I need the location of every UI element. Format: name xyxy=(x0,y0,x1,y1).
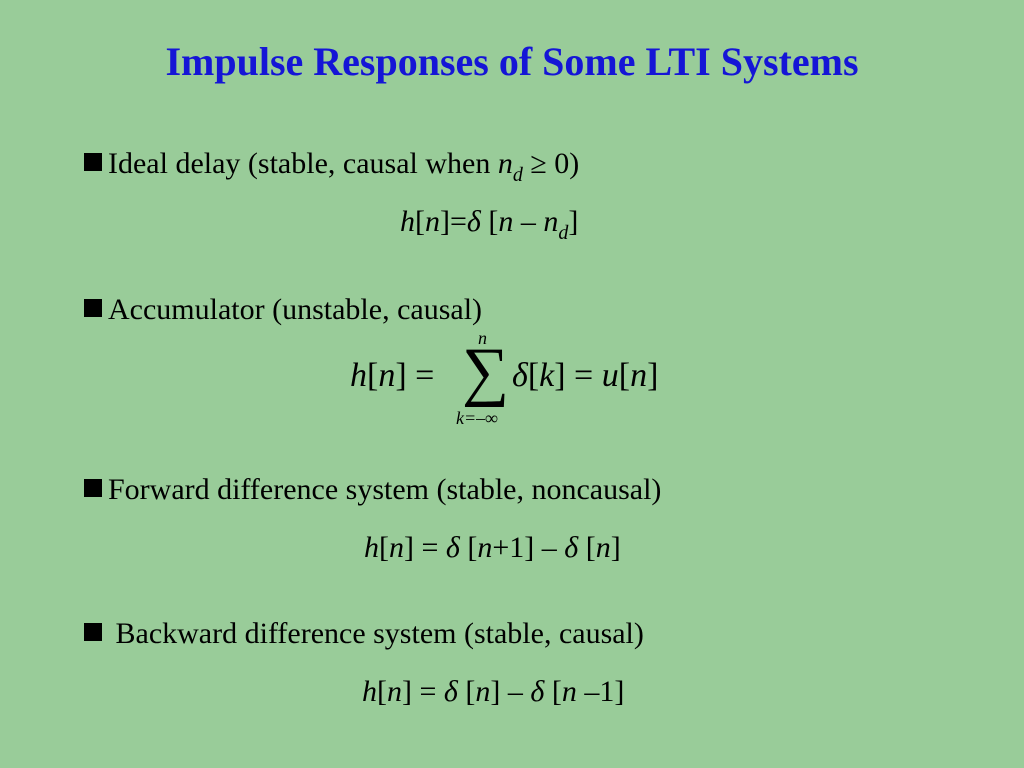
black-square-bullet-icon xyxy=(84,299,102,317)
bullet-backward-difference-text: Backward difference system (stable, caus… xyxy=(108,617,644,650)
slide-title: Impulse Responses of Some LTI Systems xyxy=(165,39,859,84)
condition-rest: ≥ 0) xyxy=(522,147,580,180)
equation-forward-difference: h[n] = δ [n+1] – δ [n] xyxy=(364,531,621,564)
black-square-bullet-icon xyxy=(84,479,102,497)
condition-variable: n xyxy=(497,147,513,180)
bullet-forward-difference: Forward difference system (stable, nonca… xyxy=(84,472,661,508)
bullet-ideal-delay: Ideal delay (stable, causal when nd ≥ 0) xyxy=(84,146,580,186)
bullet-forward-difference-text: Forward difference system (stable, nonca… xyxy=(108,473,662,506)
condition-subscript: d xyxy=(512,164,523,186)
bullet-ideal-delay-text: Ideal delay (stable, causal when xyxy=(108,147,498,180)
black-square-bullet-icon xyxy=(84,153,102,171)
sum-upper-limit: n xyxy=(478,328,487,348)
black-square-bullet-icon xyxy=(84,623,102,641)
equation-backward-difference: h[n] = δ [n] – δ [n –1] xyxy=(362,675,625,708)
bullet-accumulator-text: Accumulator (unstable, causal) xyxy=(108,293,483,326)
bullet-accumulator: Accumulator (unstable, causal) xyxy=(84,292,482,328)
bullet-backward-difference: Backward difference system (stable, caus… xyxy=(84,616,644,652)
summation-symbol: ∑ xyxy=(462,335,510,408)
equation-accumulator: h[n] = n ∑ k=–∞ δ[k] = u[n] xyxy=(350,328,659,428)
sum-lower-limit: k=–∞ xyxy=(456,408,498,428)
equation-ideal-delay: h[n]=δ [n – nd] xyxy=(400,205,579,244)
